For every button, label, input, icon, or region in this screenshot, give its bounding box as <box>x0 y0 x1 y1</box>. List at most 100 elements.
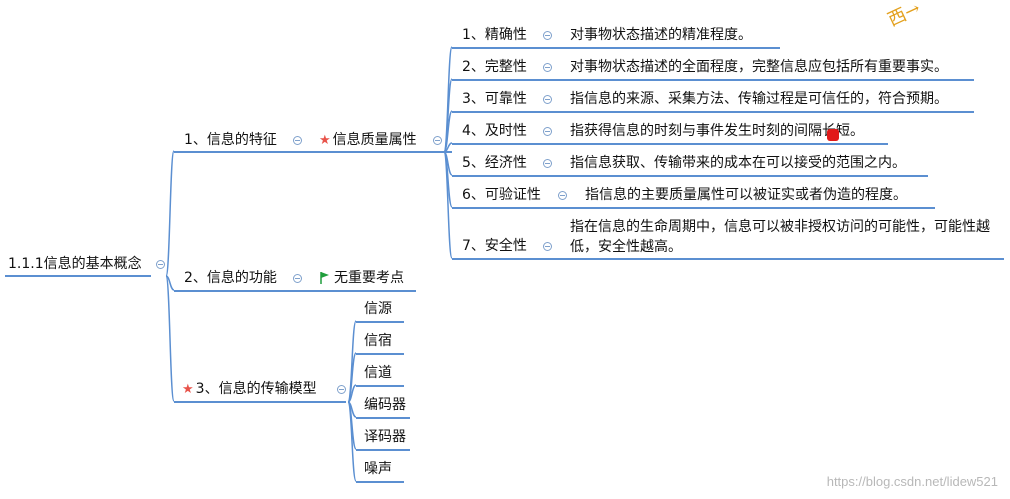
root-node[interactable]: 1.1.1信息的基本概念 <box>8 255 142 273</box>
branch-functions-collapse-icon[interactable] <box>293 274 302 283</box>
quality-item-3[interactable]: 3、可靠性 <box>462 90 527 108</box>
transmission-item-1-underline <box>356 321 404 323</box>
branch-features[interactable]: 1、信息的特征 <box>184 131 277 149</box>
functions-note-underline <box>312 290 416 292</box>
quality-item-3-desc-underline <box>560 111 974 113</box>
quality-item-7-collapse-icon[interactable] <box>543 242 552 251</box>
quality-node[interactable]: ★信息质量属性 <box>319 131 417 150</box>
quality-item-1-collapse-icon[interactable] <box>543 31 552 40</box>
branch-transmission-underline <box>174 401 346 403</box>
quality-item-3-desc-text: 指信息的来源、采集方法、传输过程是可信任的，符合预期。 <box>570 91 948 107</box>
quality-item-3-label: 3、可靠性 <box>462 91 527 107</box>
root-connector-1 <box>165 150 175 277</box>
quality-item-2-desc-underline <box>560 79 974 81</box>
quality-item-6-underline <box>452 207 575 209</box>
root-label: 1.1.1信息的基本概念 <box>8 256 142 272</box>
transmission-item-6[interactable]: 噪声 <box>364 460 392 478</box>
quality-item-5-desc-text: 指信息获取、传输带来的成本在可以接受的范围之内。 <box>570 155 906 171</box>
quality-item-2-collapse-icon[interactable] <box>543 63 552 72</box>
quality-item-7-label: 7、安全性 <box>462 238 527 254</box>
transmission-item-6-underline <box>356 481 404 483</box>
quality-item-7-desc-text: 指在信息的生命周期中，信息可以被非授权访问的可能性，可能性越低，安全性越高。 <box>570 219 990 255</box>
functions-note-label: 无重要考点 <box>334 270 404 286</box>
transmission-item-2-label: 信宿 <box>364 333 392 349</box>
quality-item-7-desc-underline <box>560 258 1004 260</box>
quality-item-1-label: 1、精确性 <box>462 27 527 43</box>
transmission-item-6-label: 噪声 <box>364 461 392 477</box>
root-connector-3 <box>165 275 175 402</box>
transmission-item-1[interactable]: 信源 <box>364 300 392 318</box>
quality-connector-7 <box>443 151 453 259</box>
quality-item-2-desc-text: 对事物状态描述的全面程度，完整信息应包括所有重要事实。 <box>570 59 948 75</box>
star-icon: ★ <box>182 382 194 397</box>
quality-item-5-label: 5、经济性 <box>462 155 527 171</box>
quality-item-6-collapse-icon[interactable] <box>558 191 567 200</box>
branch-features-label: 1、信息的特征 <box>184 132 277 148</box>
branch-functions-label: 2、信息的功能 <box>184 270 277 286</box>
quality-item-3-desc: 指信息的来源、采集方法、传输过程是可信任的，符合预期。 <box>570 90 948 108</box>
quality-item-3-collapse-icon[interactable] <box>543 95 552 104</box>
transmission-item-2[interactable]: 信宿 <box>364 332 392 350</box>
quality-item-4-desc: 指获得信息的时刻与事件发生时刻的间隔长短。 <box>570 122 864 140</box>
quality-item-6-label: 6、可验证性 <box>462 187 541 203</box>
transmission-item-5-underline <box>356 449 410 451</box>
quality-collapse-icon[interactable] <box>433 136 442 145</box>
quality-item-5[interactable]: 5、经济性 <box>462 154 527 172</box>
quality-item-2[interactable]: 2、完整性 <box>462 58 527 76</box>
root-collapse-icon[interactable] <box>156 260 165 269</box>
functions-note: 无重要考点 <box>334 269 404 287</box>
quality-item-1-desc-text: 对事物状态描述的精准程度。 <box>570 27 752 43</box>
star-icon: ★ <box>319 133 331 148</box>
quality-item-1-desc: 对事物状态描述的精准程度。 <box>570 26 752 44</box>
branch-transmission[interactable]: ★3、信息的传输模型 <box>182 380 317 399</box>
flag-icon <box>320 272 329 284</box>
transmission-item-3-underline <box>356 385 404 387</box>
quality-item-2-label: 2、完整性 <box>462 59 527 75</box>
quality-item-5-collapse-icon[interactable] <box>543 159 552 168</box>
quality-item-7-underline <box>452 258 560 260</box>
quality-item-1-desc-underline <box>560 47 780 49</box>
branch-features-underline <box>174 151 312 153</box>
quality-item-6-desc: 指信息的主要质量属性可以被证实或者伪造的程度。 <box>585 186 907 204</box>
quality-underline <box>312 151 452 153</box>
quality-item-4[interactable]: 4、及时性 <box>462 122 527 140</box>
transmission-item-4[interactable]: 编码器 <box>364 396 406 414</box>
transmission-item-1-label: 信源 <box>364 301 392 317</box>
quality-item-6-desc-text: 指信息的主要质量属性可以被证实或者伪造的程度。 <box>585 187 907 203</box>
root-underline <box>5 275 151 277</box>
transmission-item-5-label: 译码器 <box>364 429 406 445</box>
quality-item-4-desc-text: 指获得信息的时刻与事件发生时刻的间隔长短。 <box>570 123 864 139</box>
quality-item-4-desc-underline <box>560 143 888 145</box>
quality-item-4-label: 4、及时性 <box>462 123 527 139</box>
quality-item-5-desc: 指信息获取、传输带来的成本在可以接受的范围之内。 <box>570 154 906 172</box>
transmission-item-4-label: 编码器 <box>364 397 406 413</box>
quality-item-4-collapse-icon[interactable] <box>543 127 552 136</box>
quality-item-5-underline <box>452 175 560 177</box>
transmission-item-3-label: 信道 <box>364 365 392 381</box>
transmission-connector-6 <box>347 401 357 482</box>
transmission-item-3[interactable]: 信道 <box>364 364 392 382</box>
transmission-item-2-underline <box>356 353 404 355</box>
transmission-connector-1 <box>347 320 357 403</box>
branch-features-collapse-icon[interactable] <box>293 136 302 145</box>
quality-item-6-desc-underline <box>575 207 935 209</box>
branch-transmission-collapse-icon[interactable] <box>337 385 346 394</box>
cursor-marker <box>827 129 839 141</box>
quality-item-4-underline <box>452 143 560 145</box>
quality-item-1[interactable]: 1、精确性 <box>462 26 527 44</box>
watermark: https://blog.csdn.net/lidew521 <box>826 474 998 489</box>
quality-item-1-underline <box>452 47 560 49</box>
transmission-item-4-underline <box>356 417 410 419</box>
quality-item-7-desc: 指在信息的生命周期中，信息可以被非授权访问的可能性，可能性越低，安全性越高。 <box>570 217 1002 257</box>
quality-label: 信息质量属性 <box>332 132 417 148</box>
transmission-item-5[interactable]: 译码器 <box>364 428 406 446</box>
quality-item-7[interactable]: 7、安全性 <box>462 237 527 255</box>
quality-item-2-underline <box>452 79 560 81</box>
branch-transmission-label: 3、信息的传输模型 <box>195 381 317 397</box>
quality-item-2-desc: 对事物状态描述的全面程度，完整信息应包括所有重要事实。 <box>570 58 948 76</box>
branch-functions[interactable]: 2、信息的功能 <box>184 269 277 287</box>
quality-item-5-desc-underline <box>560 175 928 177</box>
branch-functions-underline <box>174 290 312 292</box>
quality-item-6[interactable]: 6、可验证性 <box>462 186 541 204</box>
